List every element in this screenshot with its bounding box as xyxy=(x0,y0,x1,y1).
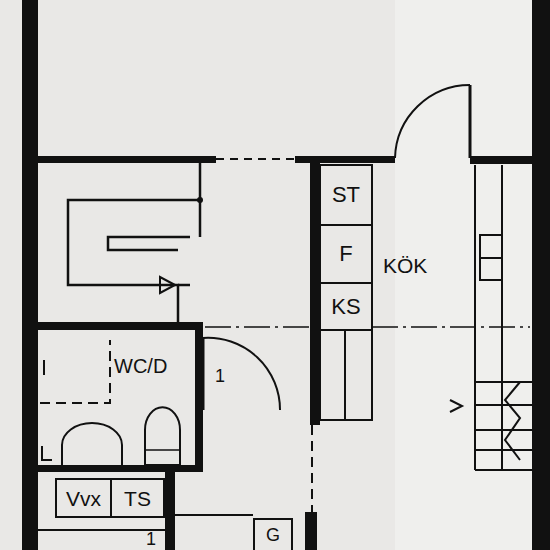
fixture-label: KS xyxy=(331,296,360,318)
fixture-box: Vvx xyxy=(55,478,112,518)
room-name: KÖK xyxy=(383,255,427,276)
fixture-box: TS xyxy=(110,478,165,518)
fixture-label: TS xyxy=(124,488,151,509)
fixture-box: ST xyxy=(320,165,372,225)
callout-number: 1 xyxy=(146,530,156,548)
fixture-label: ST xyxy=(332,184,360,206)
fixture-label: G xyxy=(266,526,280,544)
room-name: WC/D xyxy=(114,356,167,376)
fixture-box: KS xyxy=(320,283,372,330)
fixture-label: Vvx xyxy=(66,488,101,509)
fixture-box: G xyxy=(253,518,293,550)
fixture-label: F xyxy=(339,243,352,265)
fixture-box: F xyxy=(320,225,372,283)
door-mark: 1 xyxy=(215,367,225,385)
